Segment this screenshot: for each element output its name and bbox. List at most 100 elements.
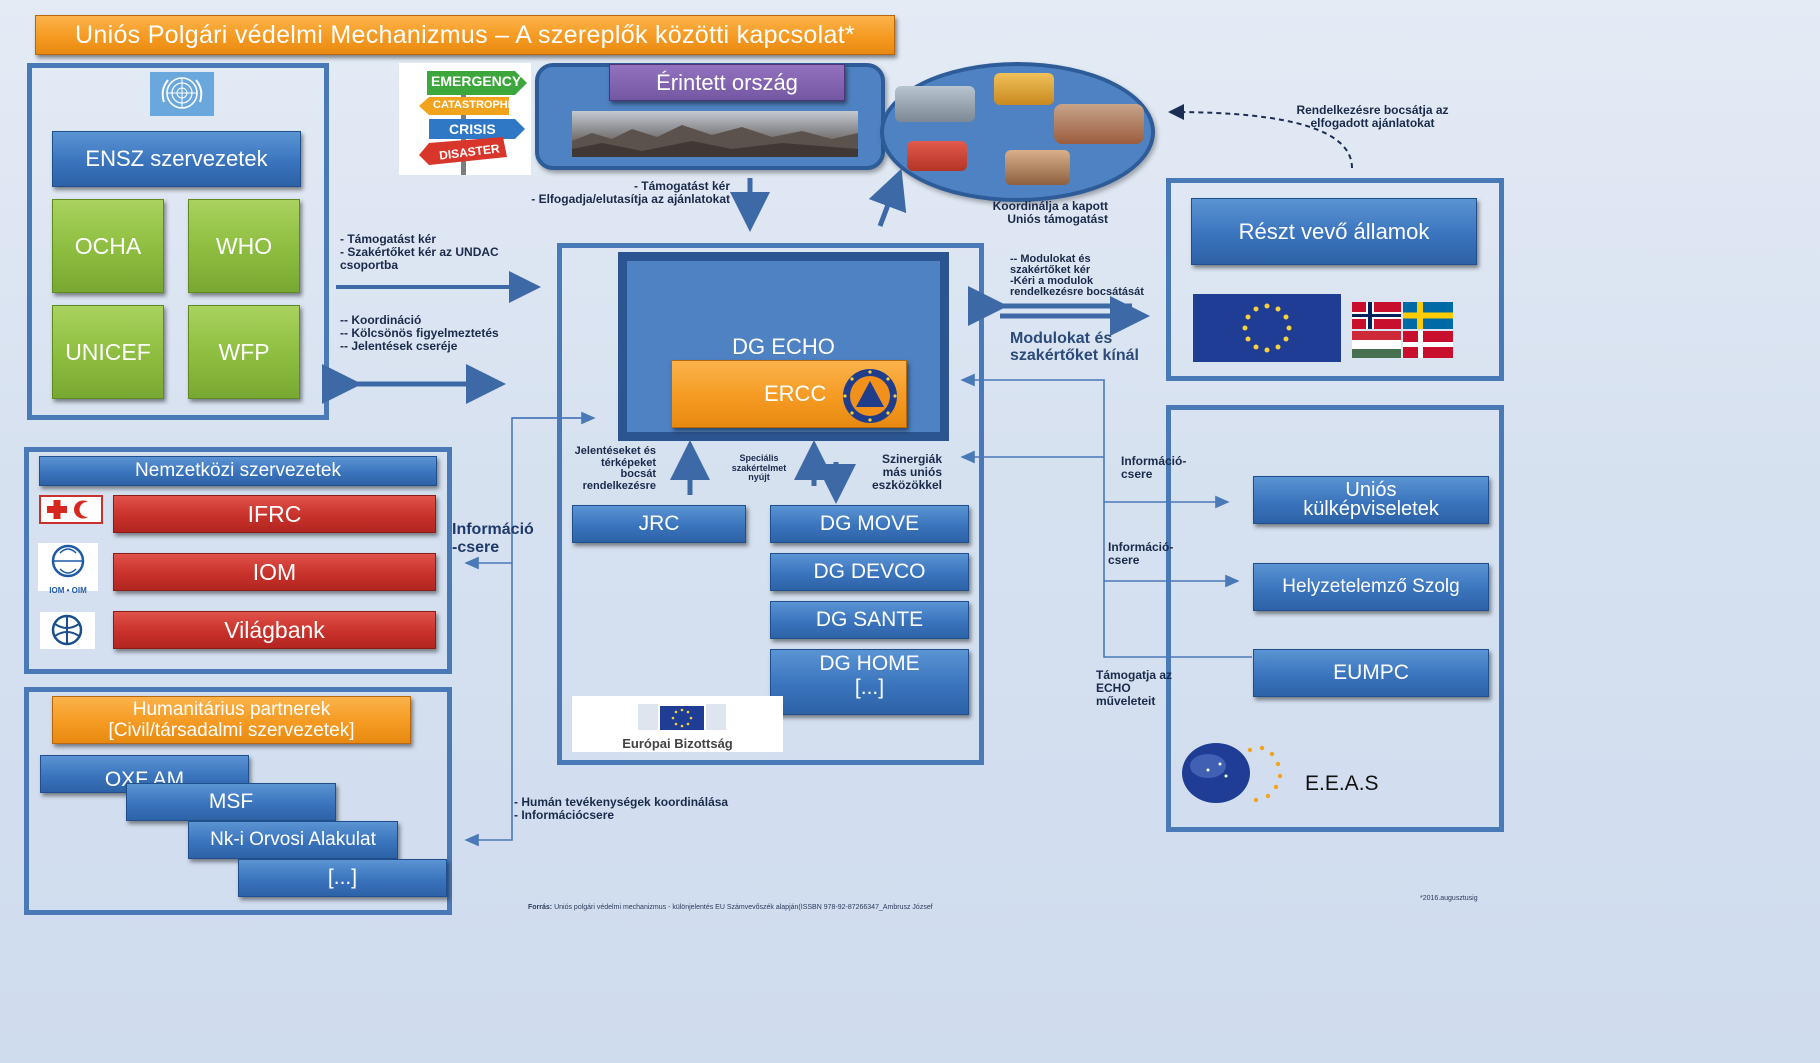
note-un-coordination: -- Koordináció -- Kölcsönös figyelmeztet… [340, 314, 540, 353]
iom-logo-icon: IOM • OIM [38, 543, 98, 595]
note-modules-offer-line2: szakértőket kínál [1010, 347, 1139, 364]
note-special-expertise: Speciális szakértelmet nyújt [724, 453, 794, 483]
connector-info-exchange-right [960, 373, 1252, 658]
note-modules-offer-line1: Modulokat és [1010, 330, 1113, 347]
dg-move-box: DG MOVE [770, 505, 969, 543]
note-info-exchange-2-line2: csere [1108, 553, 1140, 567]
note-info-exchange-left-line1: Információ [452, 521, 534, 538]
eu-delegations-box: Uniós külképviseletek [1253, 476, 1489, 524]
situation-analysis-box: Helyzetelemző Szolg [1253, 563, 1489, 611]
fire-truck-photo [907, 141, 967, 171]
footer-source-text: Uniós polgári védelmi mechanizmus - külö… [554, 904, 933, 911]
world-bank-logo-icon [40, 612, 95, 649]
international-item-world-bank: Világbank [113, 611, 436, 649]
note-synergies: Szinergiák más uniós eszközökkel [858, 453, 942, 492]
denmark-flag-icon [1403, 331, 1453, 358]
un-item-who: WHO [188, 199, 300, 293]
note-offers-accepted: Rendelkezésre bocsátja az elfogadott ajá… [1270, 104, 1475, 130]
note-synergies-line3: eszközökkel [871, 478, 942, 492]
humanitarian-item-more: [...] [238, 859, 447, 897]
note-reports-maps-line3: bocsát [620, 468, 656, 480]
note-coordinate-support: Koordinálja a kapott Uniós támogatást [958, 200, 1108, 226]
sign-catastrophe: CATASTROPHE [433, 99, 516, 111]
dg-home-more: [...] [854, 676, 885, 699]
note-un-request-line1: - Támogatást kér [340, 232, 437, 246]
convoy-photo [895, 86, 975, 122]
note-supports-echo: Támogatja az ECHO műveleteit [1096, 669, 1196, 708]
dg-echo-label: DG ECHO [732, 334, 835, 359]
note-info-exchange-1: Információ- csere [1121, 455, 1211, 481]
footer-date-note: *2016.augusztusig [1420, 895, 1478, 902]
note-un-coordination-line3: -- Jelentések cseréje [340, 339, 458, 353]
note-un-request: - Támogatást kér - Szakértőket kér az UN… [340, 233, 540, 272]
un-panel [27, 63, 329, 420]
note-un-coordination-line1: -- Koordináció [340, 313, 422, 327]
iom-logo-text: IOM • OIM [49, 586, 87, 595]
international-item-ifrc: IFRC [113, 495, 436, 533]
norway-flag-icon [1352, 302, 1401, 329]
supplies-photo [994, 73, 1054, 105]
eeas-logo-icon [1178, 742, 1298, 804]
dg-home-box: DG HOME [...] [770, 649, 969, 715]
note-support-request-line1: - Támogatást kér [633, 179, 730, 193]
international-header: Nemzetközi szervezetek [39, 456, 437, 486]
eeas-label: E.E.A.S [1305, 772, 1379, 795]
note-un-request-line3: csoportba [340, 258, 399, 272]
arrow-echo-to-coordination [868, 168, 907, 227]
note-info-exchange-2-line1: Információ- [1108, 540, 1174, 554]
humanitarian-header-line2: [Civil/társadalmi szervezetek] [108, 720, 355, 741]
note-info-exchange-left: Információ -csere [452, 521, 552, 557]
note-un-coordination-line2: -- Kölcsönös figyelmeztetés [340, 326, 499, 340]
note-special-expertise-line2: szakértelmet [731, 462, 787, 473]
jrc-box: JRC [572, 505, 746, 543]
dg-home-label: DG HOME [819, 652, 920, 675]
affected-country-label: Érintett ország [609, 64, 845, 101]
note-info-exchange-left-line2: -csere [452, 539, 500, 556]
note-modules-offer: Modulokat és szakértőket kínál [1010, 330, 1170, 364]
note-reports-maps-line4: rendelkezésre [582, 479, 656, 492]
eeas-panel [1166, 405, 1504, 832]
note-modules-request-line3: -Kéri a modulok [1010, 275, 1094, 287]
note-info-exchange-2: Információ- csere [1108, 541, 1198, 567]
note-humanitarian-coordination-line2: - Információcsere [514, 808, 615, 822]
international-item-iom: IOM [113, 553, 436, 591]
humanitarian-item-msf: MSF [126, 783, 336, 821]
sign-emergency: EMERGENCY [431, 73, 522, 89]
humanitarian-item-military-medical: Nk-i Orvosi Alakulat [188, 821, 398, 859]
disaster-rubble-photo [572, 111, 858, 157]
civil-protection-emblem-icon [836, 367, 904, 425]
note-humanitarian-coordination-line1: - Humán tevékenységek koordinálása [514, 795, 729, 809]
un-item-ocha: OCHA [52, 199, 164, 293]
un-logo [150, 72, 214, 116]
european-commission-logo: Európai Bizottság [572, 696, 783, 752]
note-synergies-line2: más uniós [882, 465, 942, 479]
dg-devco-box: DG DEVCO [770, 553, 969, 591]
diagram-title: Uniós Polgári védelmi Mechanizmus – A sz… [35, 15, 895, 55]
humanitarian-header-line1: Humanitárius partnerek [132, 699, 331, 720]
note-supports-echo-line1: Támogatja az [1096, 668, 1173, 682]
note-support-request-line2: - Elfogadja/elutasítja az ajánlatokat [531, 192, 730, 206]
humanitarian-panel [24, 687, 452, 915]
hungary-flag-icon [1352, 331, 1401, 358]
note-humanitarian-coordination: - Humán tevékenységek koordinálása - Inf… [514, 796, 814, 822]
note-offers-accepted-line2: elfogadott ajánlatokat [1310, 116, 1435, 130]
note-special-expertise-line1: Speciális [739, 453, 779, 463]
note-supports-echo-line3: műveleteit [1096, 694, 1156, 708]
participating-states-panel [1166, 178, 1504, 381]
note-special-expertise-line3: nyújt [748, 472, 770, 482]
footer-source-label: Forrás: [528, 904, 553, 911]
eu-flag-icon [1193, 294, 1341, 362]
note-modules-request: -- Modulokat és szakértőket kér -Kéri a … [1010, 254, 1170, 298]
participating-states-header: Részt vevő államok [1191, 198, 1477, 265]
note-coordinate-support-line1: Koordinálja a kapott [992, 199, 1108, 213]
note-reports-maps-line1: Jelentéseket és [574, 445, 656, 457]
note-info-exchange-1-line1: Információ- [1121, 454, 1187, 468]
sign-crisis: CRISIS [449, 121, 496, 137]
note-supports-echo-line2: ECHO [1096, 681, 1131, 695]
note-modules-request-line4: rendelkezésre bocsátását [1010, 286, 1144, 298]
un-organizations-header: ENSZ szervezetek [52, 131, 301, 187]
note-support-request: - Támogatást kér - Elfogadja/elutasítja … [470, 180, 730, 206]
un-item-unicef: UNICEF [52, 305, 164, 399]
